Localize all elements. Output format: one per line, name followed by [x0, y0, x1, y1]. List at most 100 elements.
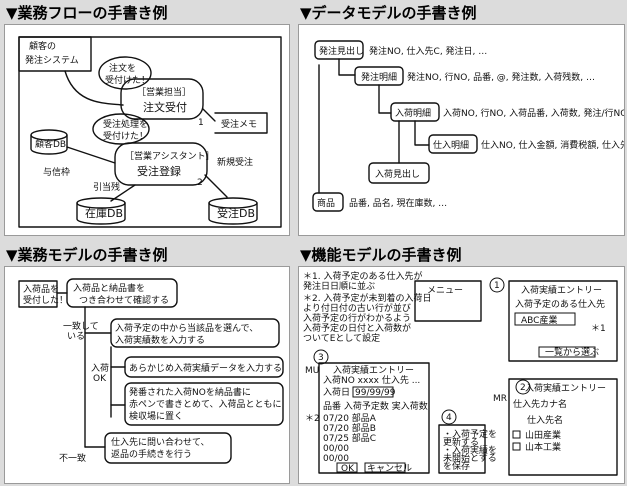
circle-4: 4	[446, 413, 452, 423]
order-note-2: 受付けた！	[105, 74, 150, 86]
date-label: 入荷日	[323, 387, 350, 398]
row6-head: 商品	[317, 197, 335, 209]
side-b-2: OK	[93, 374, 107, 384]
col-heads: 品番 入荷予定数 実入荷数	[323, 400, 428, 412]
row3-head: 入荷明細	[395, 107, 431, 119]
sub-item-1[interactable]: 山田産業	[525, 429, 561, 441]
step-d-3: 検収場に置く	[129, 410, 183, 422]
function-model-sketch: ＊1. 入荷予定のある仕入先が 発注日日順に並ぶ ＊2. 入荷予定が未到着の入荷…	[303, 270, 618, 476]
inventory-db-label: 在庫DB	[85, 206, 123, 220]
date-value[interactable]: 99/99/99	[355, 388, 396, 398]
menu-title: メニュー	[427, 286, 463, 296]
business-staff-label: ［営業担当］	[137, 86, 191, 98]
memo-line-5: を保存	[443, 460, 470, 472]
note-line-2: 発注日日順に並ぶ	[303, 280, 375, 292]
row4-fields: 仕入NO, 仕入金額, 消費税額, 仕入先, …	[481, 139, 624, 151]
start-line-1: 入荷品を	[23, 284, 59, 295]
step-e-1: 仕入先に問い合わせて、	[111, 436, 210, 448]
external-system-label-2: 発注システム	[25, 54, 79, 66]
note-line-5: 入荷予定の行がわかるよう	[303, 312, 411, 324]
mark-2: ＊2	[305, 414, 320, 424]
step-e-2: 返品の手続きを行う	[111, 448, 192, 460]
step-a-1: 入荷品と納品書を	[73, 282, 145, 294]
side-a-2: いる	[67, 331, 85, 342]
mark-1: ＊1	[591, 324, 606, 334]
main-title: 入荷実績エントリー	[333, 364, 414, 376]
note-line-3: ＊2. 入荷予定が未到着の入荷日	[303, 292, 431, 304]
step-b-1: 入荷予定の中から当該品を選んで、	[115, 322, 258, 334]
external-system-label-1: 顧客の	[29, 40, 56, 52]
main-sub: 入荷NO xxxx 仕入先 ...	[323, 374, 420, 386]
supplier-prompt: 入荷予定のある仕入先	[515, 298, 605, 310]
memo-line-2: 更新する	[443, 436, 479, 448]
row3-fields: 入荷NO, 行NO, 入荷品番, 入荷数, 発注/行NO, …	[443, 107, 624, 119]
note-line-7: ついてEとして設定	[303, 332, 380, 344]
assistant-label: ［営業アシスタント］	[125, 150, 215, 162]
order-receive-label: 注文受付	[143, 100, 187, 114]
confirm-note-2: 受付けた！	[103, 130, 148, 142]
panel-data-model: 発注見出し 発注NO, 仕入先C, 発注日, … 発注明細 発注NO, 行NO,…	[298, 24, 625, 236]
note-line-6: 入荷予定の日付と入荷数が	[303, 322, 411, 334]
row4-head: 仕入明細	[433, 139, 469, 151]
note-line-4: より付日付の古い行が並び	[303, 302, 411, 314]
circle-2: 2	[520, 383, 526, 393]
circle-1: 1	[494, 281, 500, 291]
row5-head: 入荷見出し	[375, 168, 420, 180]
order-note-1: 注文を	[109, 62, 136, 74]
data-model-sketch: 発注見出し 発注NO, 仕入先C, 発注日, … 発注明細 発注NO, 行NO,…	[312, 40, 624, 212]
mr-label: MR	[493, 394, 507, 404]
sub-field: 仕入先カナ名	[513, 398, 567, 410]
row1-head: 発注見出し	[319, 45, 364, 57]
order-register-label: 受注登録	[137, 164, 181, 178]
row-4: 00/00	[323, 444, 349, 454]
side-c: 不一致	[59, 452, 86, 464]
row1-fields: 発注NO, 仕入先C, 発注日, …	[369, 45, 487, 57]
panel-title-data-model: ▼データモデルの手書き例	[300, 4, 477, 22]
step2-label: 2	[197, 178, 203, 188]
sub-entry-title: 入荷実績エントリー	[525, 382, 606, 394]
side-a-1: 一致して	[63, 320, 99, 332]
row2-fields: 発注NO, 行NO, 品番, @, 発注数, 入荷残数, …	[407, 71, 595, 83]
ok-button[interactable]: OK	[341, 464, 355, 474]
memo-line-4: 未開始とする	[443, 452, 497, 464]
row2-head: 発注明細	[361, 71, 397, 83]
panel-title-function-model: ▼機能モデルの手書き例	[300, 246, 462, 264]
business-flow-sketch: 顧客の 発注システム 注文を 受付けた！ ［営業担当］ 注文受付 受注メモ 1 …	[18, 36, 282, 228]
step1-label: 1	[198, 118, 204, 128]
row-1: 07/20 部品A	[323, 412, 377, 424]
cancel-button[interactable]: キャンセル	[367, 463, 412, 474]
memo-line-1: ・入荷予定を	[443, 428, 497, 440]
list-button[interactable]: 一覧から選ぶ	[545, 346, 599, 358]
mu-label: MU	[305, 366, 319, 376]
entry-title: 入荷実績エントリー	[521, 284, 602, 296]
memo-line-3: ・入荷実績を	[443, 444, 497, 456]
step-a-2: つき合わせて確認する	[79, 294, 169, 306]
allocate-label: 引当残	[93, 181, 120, 193]
confirm-note-1: 受注処理を	[103, 118, 148, 130]
side-b-1: 入荷	[91, 363, 109, 374]
panel-function-model: ＊1. 入荷予定のある仕入先が 発注日日順に並ぶ ＊2. 入荷予定が未到着の入荷…	[298, 266, 625, 484]
step-c: あらかじめ入荷実績データを入力する	[129, 362, 282, 374]
sub-head: 仕入先名	[527, 414, 563, 426]
step-d-2: 赤ペンで書きとめて、入荷品とともに	[129, 398, 282, 410]
order-db-label: 受注DB	[217, 206, 255, 220]
business-model-sketch: 入荷品を 受付した！ 入荷品と納品書を つき合わせて確認する 一致して いる 入…	[18, 278, 284, 464]
customer-db-label: 顧客DB	[35, 138, 66, 150]
note-line-1: ＊1. 入荷予定のある仕入先が	[303, 270, 422, 282]
step-b-2: 入荷実績数を入力する	[115, 334, 205, 346]
sub-item-2[interactable]: 山本工業	[525, 441, 561, 453]
row-2: 07/20 部品B	[323, 422, 376, 434]
row-5: 00/00	[323, 454, 349, 464]
panel-title-business-model: ▼業務モデルの手書き例	[6, 246, 168, 264]
start-line-2: 受付した！	[23, 294, 68, 306]
circle-3: 3	[318, 353, 324, 363]
panel-business-flow: 顧客の 発注システム 注文を 受付けた！ ［営業担当］ 注文受付 受注メモ 1 …	[4, 24, 290, 236]
step-d-1: 発番された入荷NOを納品書に	[129, 386, 251, 398]
new-order-label: 新規受注	[217, 156, 253, 168]
panel-title-business-flow: ▼業務フローの手書き例	[6, 4, 168, 22]
row6-fields: 品番, 品名, 現在庫数, …	[349, 197, 447, 209]
order-memo-label: 受注メモ	[221, 118, 257, 130]
row-3: 07/25 部品C	[323, 432, 376, 444]
panel-business-model: 入荷品を 受付した！ 入荷品と納品書を つき合わせて確認する 一致して いる 入…	[4, 266, 290, 484]
supplier-selected: ABC産業	[521, 314, 557, 326]
